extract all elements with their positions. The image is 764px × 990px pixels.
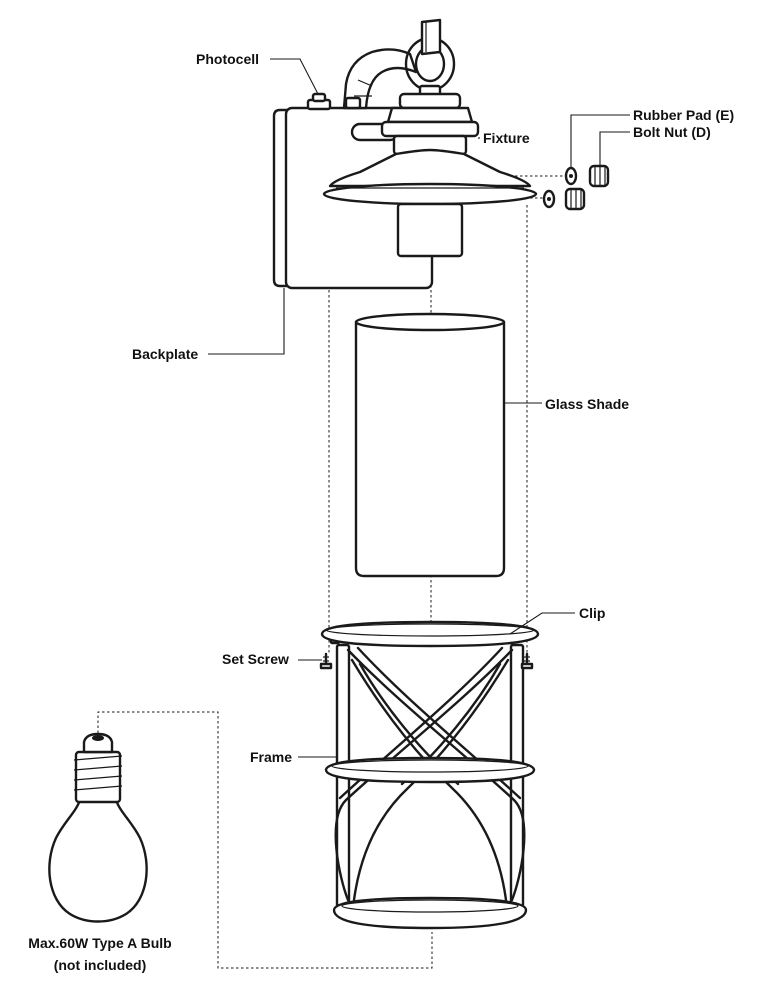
label-bulb-line1: Max.60W Type A Bulb [28,935,171,951]
set-screw-right [520,652,534,670]
set-screw-left [319,652,333,670]
rubber-pad-upper [564,166,578,186]
labels: Photocell Rubber Pad (E) Bolt Nut (D) Fi… [28,51,734,973]
label-rubber-pad: Rubber Pad (E) [633,107,734,123]
label-bulb-line2: (not included) [54,957,147,973]
glass-shade [354,312,506,578]
label-glass-shade: Glass Shade [545,396,629,412]
label-set-screw: Set Screw [222,651,289,667]
label-frame: Frame [250,749,292,765]
bolt-nut-upper [588,164,610,188]
label-backplate: Backplate [132,346,198,362]
hanging-ring [404,18,456,98]
leader-lines [208,58,630,758]
label-fixture: Fixture [483,130,530,146]
label-clip: Clip [579,605,605,621]
fixture [322,92,538,258]
label-photocell: Photocell [196,51,259,67]
photocell [306,92,332,111]
frame [320,620,540,930]
label-bolt-nut: Bolt Nut (D) [633,124,711,140]
rubber-pad-lower [542,189,556,209]
bolt-nut-lower [564,187,586,211]
light-bulb [48,732,148,923]
